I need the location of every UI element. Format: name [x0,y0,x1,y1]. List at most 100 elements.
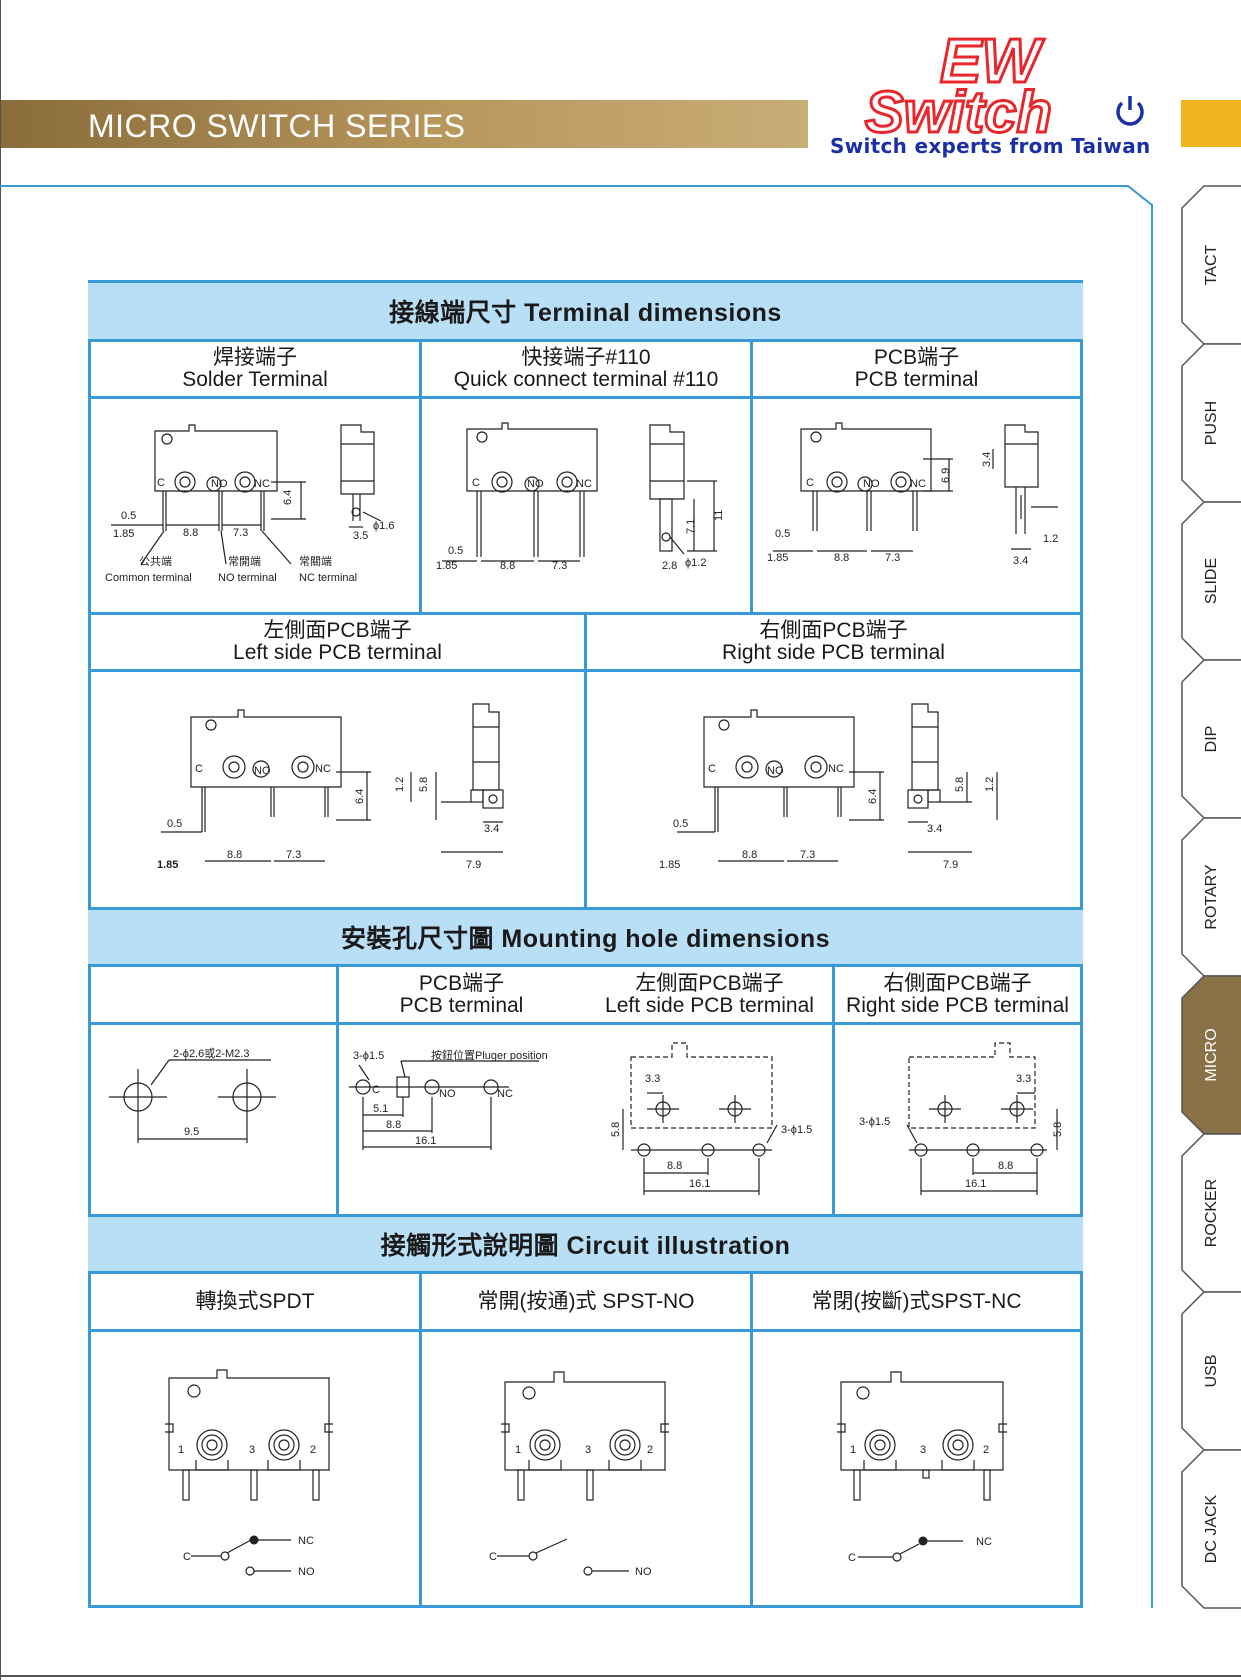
svg-text:6.4: 6.4 [282,490,294,505]
side-tab-label-usb[interactable]: USB [1202,1354,1220,1388]
side-tab-label-dip[interactable]: DIP [1202,725,1220,753]
side-tab-label-dc-jack[interactable]: DC JACK [1202,1494,1220,1564]
svg-text:8.8: 8.8 [500,560,515,572]
svg-text:6.4: 6.4 [354,789,366,804]
svg-text:7.9: 7.9 [943,859,958,871]
svg-text:NC: NC [497,1088,513,1100]
side-tab-dc-jack[interactable] [1181,1449,1241,1609]
svg-text:NC: NC [298,1535,314,1547]
svg-text:8.8: 8.8 [834,552,849,564]
svg-text:7.3: 7.3 [885,552,900,564]
circuit-spst-nc-header: 常閉(按斷)式SPST-NC [811,1289,1022,1313]
svg-text:7.3: 7.3 [233,527,248,539]
svg-text:C: C [195,763,203,775]
svg-text:C: C [472,477,480,489]
svg-text:6.4: 6.4 [867,789,879,804]
side-tab-label-rotary[interactable]: ROTARY [1202,864,1220,930]
svg-text:8.8: 8.8 [998,1160,1013,1172]
left-side-pcb-drawing: C NO NC 0.5 1.85 8.8 7.3 6.4 1.2 5.8 3.4… [157,703,504,871]
svg-text:ϕ1.6: ϕ1.6 [373,520,394,532]
left-side-zh: 左側面PCB端子 [263,619,412,642]
svg-text:3-ϕ1.5: 3-ϕ1.5 [353,1050,384,1062]
svg-text:1.2: 1.2 [394,777,406,792]
side-tab-label-micro[interactable]: MICRO [1202,1028,1220,1082]
circuit-spst-no-drawing: 1 3 2 C NO [489,1371,669,1578]
svg-text:NC: NC [254,478,270,490]
svg-text:16.1: 16.1 [415,1135,436,1147]
svg-text:常開端: 常開端 [228,555,261,568]
svg-text:Common terminal: Common terminal [105,572,192,584]
svg-text:常關端: 常關端 [299,555,332,568]
svg-text:1: 1 [178,1444,184,1456]
svg-text:2: 2 [310,1444,316,1456]
svg-text:NO: NO [527,478,544,490]
svg-text:NO: NO [767,765,784,777]
mount-right-side-drawing: 3.3 3-ϕ1.5 5.8 8.8 16.1 [859,1042,1064,1195]
svg-text:NO: NO [863,478,880,490]
svg-text:2: 2 [983,1444,989,1456]
svg-text:C: C [372,1084,380,1096]
side-tab-label-push[interactable]: PUSH [1202,400,1220,446]
svg-text:5.8: 5.8 [1052,1122,1064,1137]
side-tab-label-tact[interactable]: TACT [1202,244,1220,286]
svg-text:C: C [708,763,716,775]
logo-switch-text: Switch [865,80,1052,145]
circuit-spst-no-header: 常開(按通)式 SPST-NO [477,1289,695,1313]
svg-text:6.9: 6.9 [940,468,952,483]
svg-text:0.5: 0.5 [121,510,136,522]
circuit-spst-nc-drawing: 1 3 2 C NC [837,1371,1007,1564]
svg-text:0.5: 0.5 [448,545,463,557]
svg-text:ϕ1.2: ϕ1.2 [685,557,706,569]
left-side-en: Left side PCB terminal [233,641,442,664]
terminal-dimensions-title: 接線端尺寸 Terminal dimensions [88,280,1083,342]
svg-text:3.3: 3.3 [1016,1073,1031,1085]
yellow-accent-tab [1181,100,1241,147]
svg-text:1.85: 1.85 [659,859,680,871]
side-tab-label-slide[interactable]: SLIDE [1202,557,1220,605]
svg-text:C: C [848,1552,856,1564]
svg-text:3-ϕ1.5: 3-ϕ1.5 [859,1116,890,1128]
svg-text:NO: NO [211,478,228,490]
circuit-spdt-header: 轉換式SPDT [195,1289,315,1313]
svg-text:1.85: 1.85 [157,859,178,871]
ew-switch-logo: EW Switch [864,26,1144,147]
svg-text:NC: NC [976,1536,992,1548]
svg-text:7.3: 7.3 [286,849,301,861]
svg-text:0.5: 0.5 [167,818,182,830]
svg-text:C: C [183,1551,191,1563]
svg-text:7.9: 7.9 [466,859,481,871]
svg-text:NO: NO [254,765,271,777]
right-side-zh: 右側面PCB端子 [759,619,908,642]
svg-text:C: C [489,1551,497,1563]
quick-en: Quick connect terminal #110 [453,368,719,391]
svg-text:1.2: 1.2 [984,777,996,792]
svg-text:3.3: 3.3 [645,1073,660,1085]
svg-text:3.5: 3.5 [353,530,368,542]
svg-text:5.8: 5.8 [418,777,430,792]
svg-text:0.5: 0.5 [775,528,790,540]
side-tab-label-rocker[interactable]: ROCKER [1202,1178,1220,1248]
power-icon [1116,96,1144,126]
svg-text:11: 11 [713,510,725,521]
svg-text:1: 1 [850,1444,856,1456]
svg-text:8.8: 8.8 [667,1160,682,1172]
pcb-en: PCB terminal [854,368,979,391]
svg-text:NO: NO [298,1566,315,1578]
svg-text:3: 3 [585,1444,591,1456]
svg-text:2: 2 [647,1444,653,1456]
solder-terminal-drawing: C NO NC 0.5 1.85 8.8 7.3 6.4 3.5 ϕ1.6 公共… [105,424,394,584]
svg-text:0.5: 0.5 [673,818,688,830]
svg-text:1.2: 1.2 [1043,533,1058,545]
svg-text:9.5: 9.5 [184,1126,199,1138]
svg-text:3.4: 3.4 [927,823,942,835]
svg-text:5.1: 5.1 [373,1103,388,1115]
svg-text:NO terminal: NO terminal [218,572,277,584]
svg-text:5.8: 5.8 [954,777,966,792]
circuit-illustration-title: 接觸形式說明圖 Circuit illustration [88,1214,1083,1274]
svg-text:16.1: 16.1 [689,1178,710,1190]
